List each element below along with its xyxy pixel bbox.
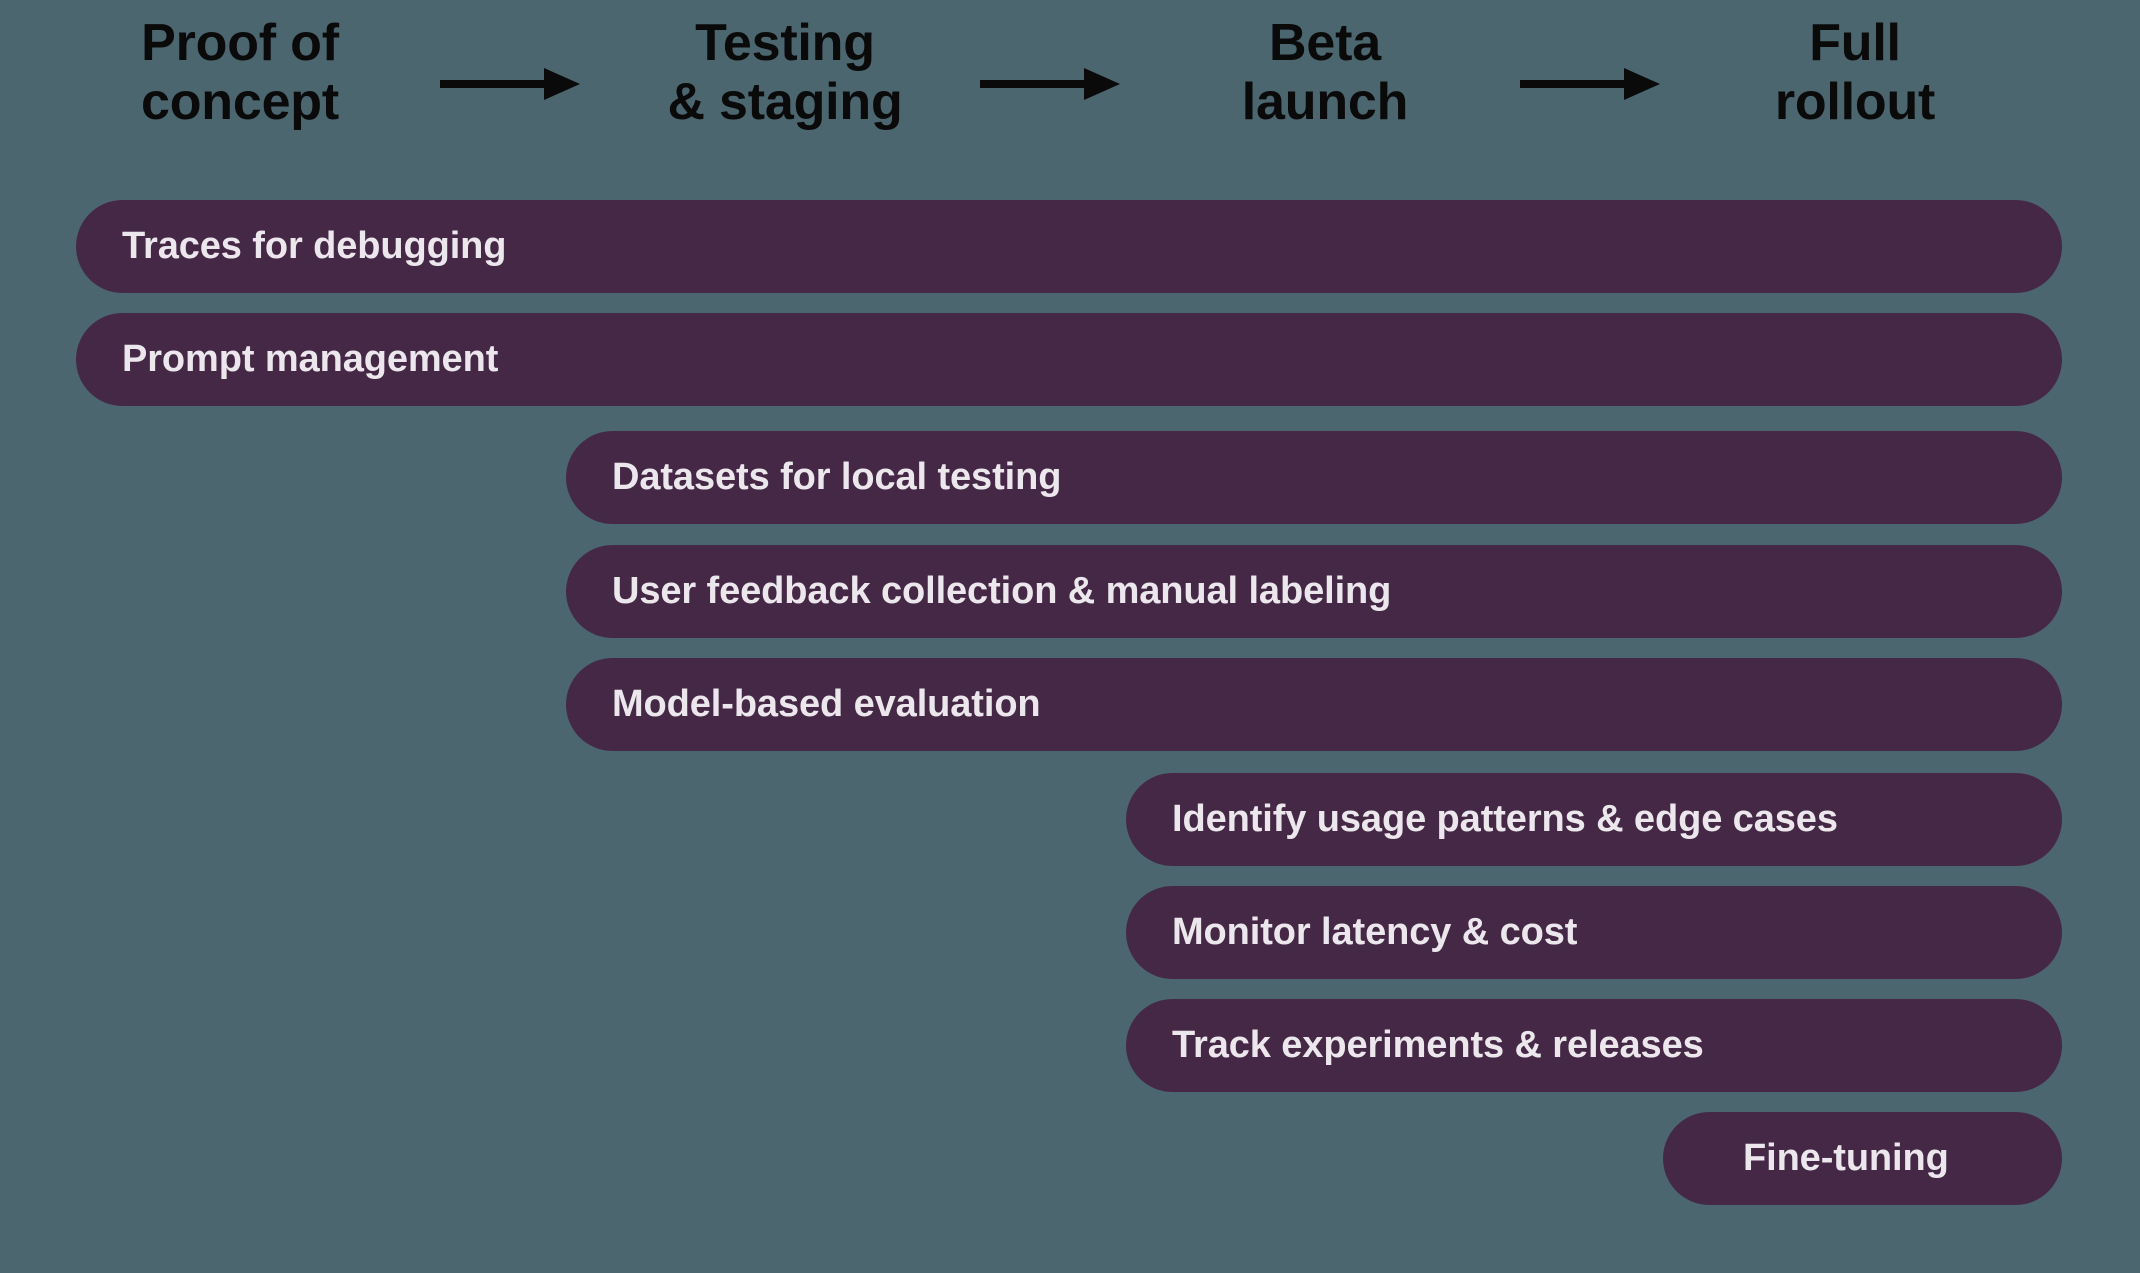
capability-bar-label: Track experiments & releases <box>1172 1024 1704 1066</box>
capability-bar: User feedback collection & manual labeli… <box>566 545 2062 638</box>
capability-bar: Track experiments & releases <box>1126 999 2062 1092</box>
capability-bar-label: Datasets for local testing <box>612 456 1062 498</box>
capability-bar: Monitor latency & cost <box>1126 886 2062 979</box>
capability-bar: Model-based evaluation <box>566 658 2062 751</box>
stage-label-full-rollout: Full rollout <box>1774 14 1936 132</box>
capability-bar: Fine-tuning <box>1663 1112 2062 1205</box>
capability-bar: Traces for debugging <box>76 200 2062 293</box>
capability-bar: Identify usage patterns & edge cases <box>1126 773 2062 866</box>
capability-bar-label: Identify usage patterns & edge cases <box>1172 798 1838 840</box>
capability-bar: Prompt management <box>76 313 2062 406</box>
capability-bar-label: User feedback collection & manual labeli… <box>612 570 1392 612</box>
capability-bar-label: Fine-tuning <box>1743 1137 1949 1179</box>
stage-header-row: Proof of concept Testing & staging Beta … <box>0 0 2140 160</box>
capability-bar: Datasets for local testing <box>566 431 2062 524</box>
stage-label-testing-and-staging: Testing & staging <box>667 14 903 132</box>
arrow-right-icon <box>980 62 1120 106</box>
capability-bar-label: Traces for debugging <box>122 225 507 267</box>
stage-label-proof-of-concept: Proof of concept <box>141 14 339 132</box>
capability-bar-label: Model-based evaluation <box>612 683 1041 725</box>
arrow-right-icon <box>1520 62 1660 106</box>
arrow-right-icon <box>440 62 580 106</box>
capability-bar-label: Prompt management <box>122 338 499 380</box>
capability-bar-label: Monitor latency & cost <box>1172 911 1578 953</box>
stage-label-beta-launch: Beta launch <box>1241 14 1409 132</box>
